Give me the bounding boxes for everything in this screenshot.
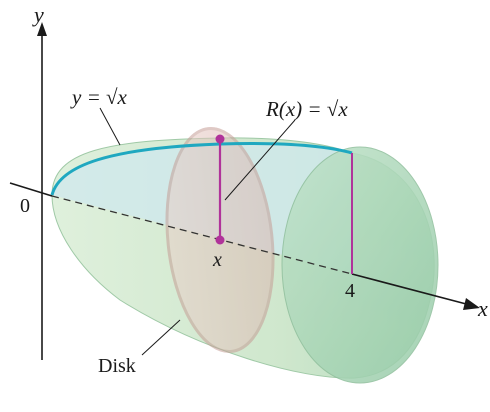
point-x-label: x bbox=[212, 249, 222, 271]
radius-equation-label: R(x) = √x bbox=[265, 97, 348, 121]
x-axis-right bbox=[351, 273, 471, 306]
origin-label: 0 bbox=[20, 195, 30, 217]
point-x-marker bbox=[215, 235, 225, 245]
curve-equation-label: y = √x bbox=[70, 85, 128, 109]
curve-label-leader bbox=[99, 107, 121, 146]
disk-label-leader bbox=[141, 319, 181, 356]
y-axis-label: y bbox=[32, 2, 44, 27]
end-tick-label: 4 bbox=[345, 280, 355, 302]
x-axis-label: x bbox=[477, 296, 488, 321]
disk-label: Disk bbox=[98, 355, 136, 377]
y-axis-arrowhead bbox=[37, 22, 47, 36]
radius-label-leader bbox=[224, 119, 296, 201]
x-axis-dashed bbox=[51, 195, 353, 275]
radius-top-point bbox=[215, 134, 225, 144]
x-axis-left bbox=[9, 182, 53, 197]
end-cap bbox=[281, 146, 439, 384]
x-axis-arrowhead bbox=[463, 298, 480, 310]
